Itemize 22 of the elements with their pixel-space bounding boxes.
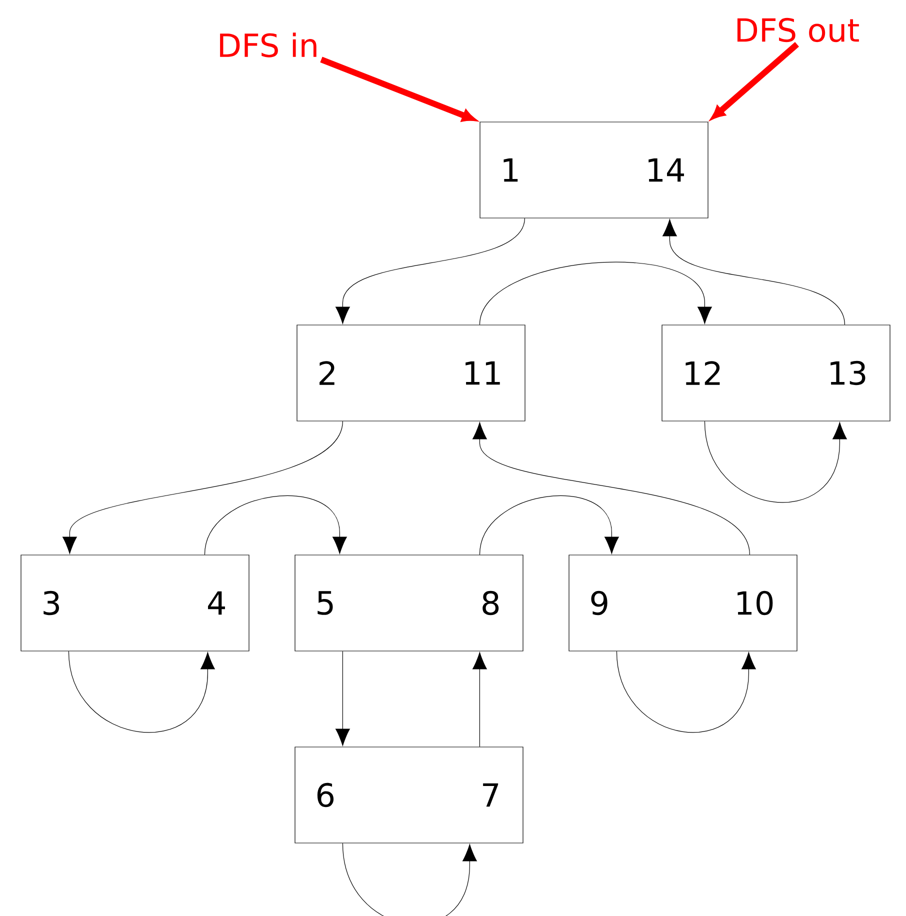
arrow [62,421,343,554]
process-box: 1 14 [480,122,708,218]
annotation-text: DFS in [220,32,316,58]
arrow [472,652,487,747]
process-box: 12 13 [662,324,890,422]
process-box: 9 10 [568,554,798,652]
process-box: 6 7 [294,746,524,844]
arrow [616,651,756,732]
arrow [335,651,350,746]
arrow [335,218,525,324]
arrow [662,219,845,325]
arrow [479,495,619,555]
process-box: 2 11 [296,324,526,422]
arrow [479,262,712,325]
arrow [704,421,847,502]
arrow [472,422,750,555]
arrow [204,495,347,555]
arrow [342,843,477,916]
annotation-text: DFS out [737,18,859,42]
arrow [68,651,215,732]
process-box: 3 4 [20,554,250,652]
process-box: 5 8 [294,554,524,652]
